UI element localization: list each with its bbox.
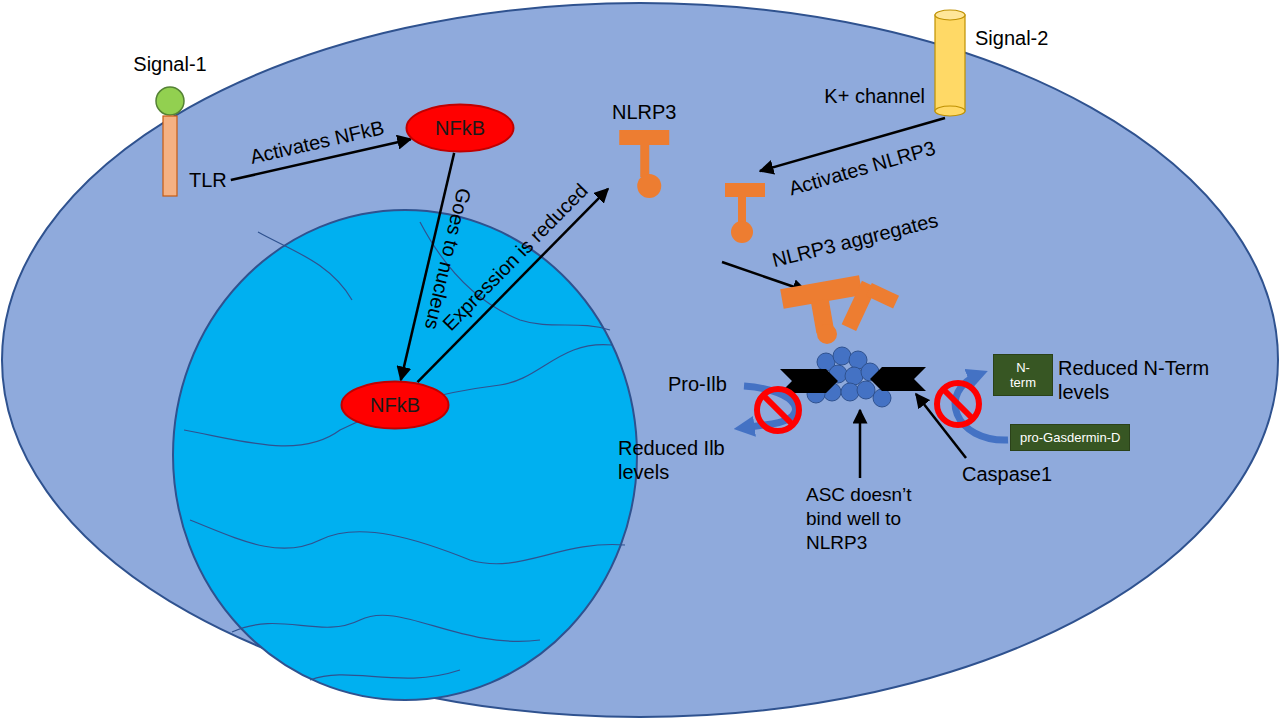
signal-label: Activates NLRP3 <box>786 136 938 201</box>
asc-speck <box>841 383 859 401</box>
chromatin-strand <box>190 520 625 564</box>
asc-speck <box>857 381 875 399</box>
inhibition-ring <box>937 383 979 425</box>
protein-box: pro-Gasdermin-D <box>1010 424 1130 451</box>
nlrp3-head <box>725 183 765 197</box>
chromatin-strand <box>232 615 540 641</box>
channel-base <box>935 106 965 116</box>
transcription-factor: NFkB <box>340 380 450 430</box>
cell-membrane <box>2 3 1278 717</box>
inhibition-bar <box>943 389 973 419</box>
nlrp3-head <box>619 130 669 145</box>
chromatin-strand <box>258 232 352 300</box>
node-text: pro-Gasdermin-D <box>1020 430 1120 445</box>
nlrp3-stem <box>738 197 746 223</box>
chromatin-strand <box>184 345 612 446</box>
pointer-arrow <box>916 394 966 458</box>
channel-top <box>935 10 965 20</box>
channel-shape <box>933 8 967 118</box>
chromatin-strand <box>310 670 460 680</box>
node-text: NLRP3 <box>608 100 680 124</box>
node-text: Signal-1 <box>133 52 206 76</box>
nlrp3-stem <box>640 145 649 177</box>
receptor-shape <box>155 86 185 198</box>
protein-label: Caspase1 <box>962 462 1052 486</box>
sensor-protein: NLRP3 <box>608 100 680 204</box>
transcription-factor: NFkB <box>405 103 515 153</box>
nlrp3-head <box>866 283 899 308</box>
protein-label: Pro-Ilb <box>668 372 727 396</box>
inhibition-ring <box>757 389 799 431</box>
chromatin <box>184 222 625 680</box>
asc-note: ASC doesn’t bind well to NLRP3 <box>806 483 920 555</box>
node-text: Signal-2 <box>975 26 1048 50</box>
asc-speck <box>833 347 851 365</box>
node-text: N- term <box>1003 360 1043 390</box>
node-subtext: K+ channel <box>824 84 925 108</box>
nlrp3-domain <box>731 221 753 243</box>
protein-box: N- term <box>993 354 1053 396</box>
asc-speck <box>845 367 863 385</box>
receptor-body <box>163 116 177 196</box>
node-subtext: TLR <box>189 168 227 192</box>
node-text: NFkB <box>405 103 515 153</box>
inhibition-bar <box>763 395 793 425</box>
caspase1-symbol <box>870 367 926 391</box>
nlrp3-domain <box>817 324 837 344</box>
nlrp3-shape <box>608 126 680 204</box>
nlrp3-aggregate <box>780 275 899 344</box>
nlrp3-monomer <box>725 183 765 243</box>
inhibition-symbol <box>757 389 799 431</box>
channel-body <box>935 15 965 111</box>
nlrp3-domain <box>637 174 661 198</box>
process-label: NLRP3 aggregates <box>770 208 941 272</box>
ion-channel: Signal-2K+ channel <box>933 8 967 118</box>
effect-note: Reduced Ilb levels <box>618 436 736 484</box>
asc-speck <box>873 389 891 407</box>
receptor: Signal-1TLR <box>155 86 231 198</box>
inhibition-symbol <box>937 383 979 425</box>
effect-note: Reduced N-Term levels <box>1058 356 1223 404</box>
edge-label: Activates NFkB <box>247 115 386 169</box>
ligand <box>156 87 184 115</box>
node-text: NFkB <box>340 380 450 430</box>
nucleus <box>173 210 637 700</box>
pointer-arrow <box>859 410 862 478</box>
